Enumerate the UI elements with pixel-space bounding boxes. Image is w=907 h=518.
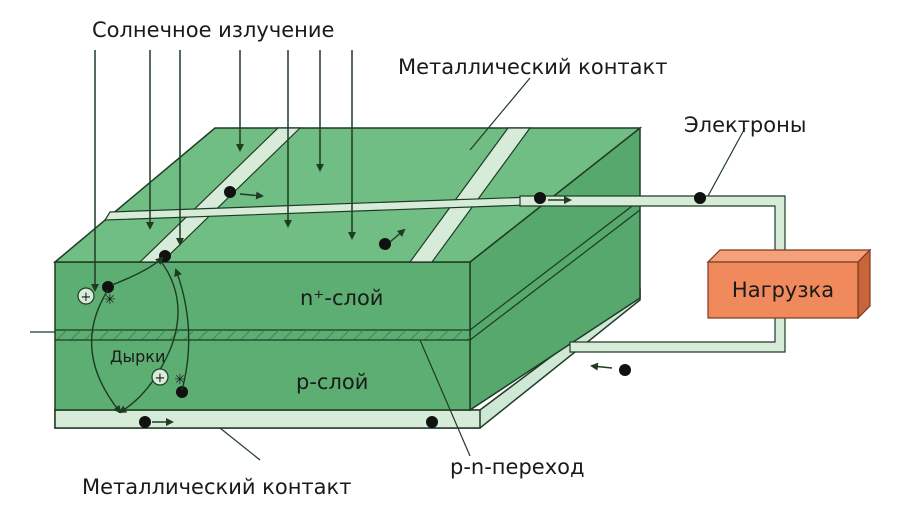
label-metal-top: Металлический контакт: [398, 55, 667, 79]
hole-symbol-1: +: [77, 287, 95, 305]
label-holes: Дырки: [110, 347, 165, 366]
label-metal-bottom: Металлический контакт: [82, 475, 351, 499]
sun-rays: [91, 50, 356, 292]
spark-icon: ✳: [174, 372, 186, 388]
electrons: [102, 186, 706, 428]
svg-text:+: +: [155, 371, 166, 386]
label-p-layer: р-слой: [296, 370, 368, 394]
label-n-layer: n⁺-слой: [300, 286, 383, 310]
side-junction: [469, 199, 641, 341]
leader-lines: [30, 77, 746, 461]
pn-junction-hatch: [55, 330, 470, 340]
spark-icon: ✳: [104, 292, 116, 308]
load-box: [706, 248, 872, 320]
hole-symbol-2: +: [151, 368, 169, 386]
bottom-contact: [54, 288, 641, 429]
carrier-arrows: [90, 191, 613, 426]
svg-text:+: +: [81, 290, 92, 305]
block-front-face: [54, 261, 471, 411]
label-pn-junction: р-n-переход: [450, 455, 585, 479]
label-electrons: Электроны: [684, 113, 806, 137]
label-load: Нагрузка: [732, 278, 834, 302]
label-sun: Солнечное излучение: [92, 18, 334, 42]
